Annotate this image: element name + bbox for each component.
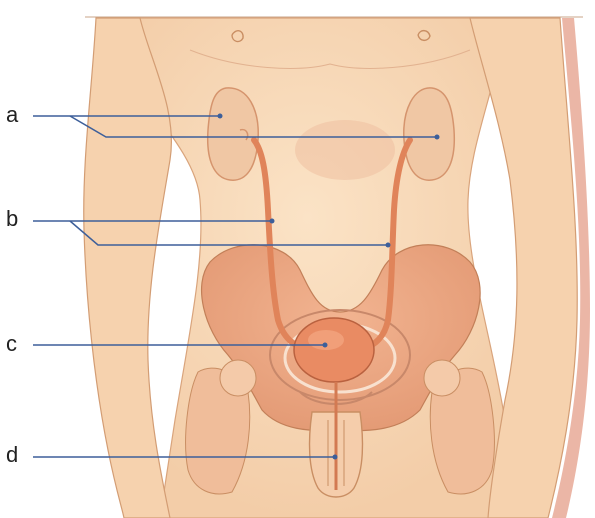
label-a: a	[6, 104, 18, 126]
leader-dot-b1	[270, 219, 275, 224]
leader-dot-c	[323, 343, 328, 348]
left-femoral-head	[220, 360, 256, 396]
leader-dot-a1	[218, 114, 223, 119]
left-arm	[84, 18, 172, 518]
label-d: d	[6, 444, 18, 466]
label-b: b	[6, 208, 18, 230]
right-femoral-head	[424, 360, 460, 396]
label-c: c	[6, 333, 17, 355]
abdomen-shading	[295, 120, 395, 180]
right-kidney	[404, 88, 455, 180]
leader-dot-b2	[386, 243, 391, 248]
leader-dot-a2	[435, 135, 440, 140]
leader-dot-d	[333, 455, 338, 460]
bladder	[294, 318, 374, 382]
left-kidney	[208, 88, 259, 180]
